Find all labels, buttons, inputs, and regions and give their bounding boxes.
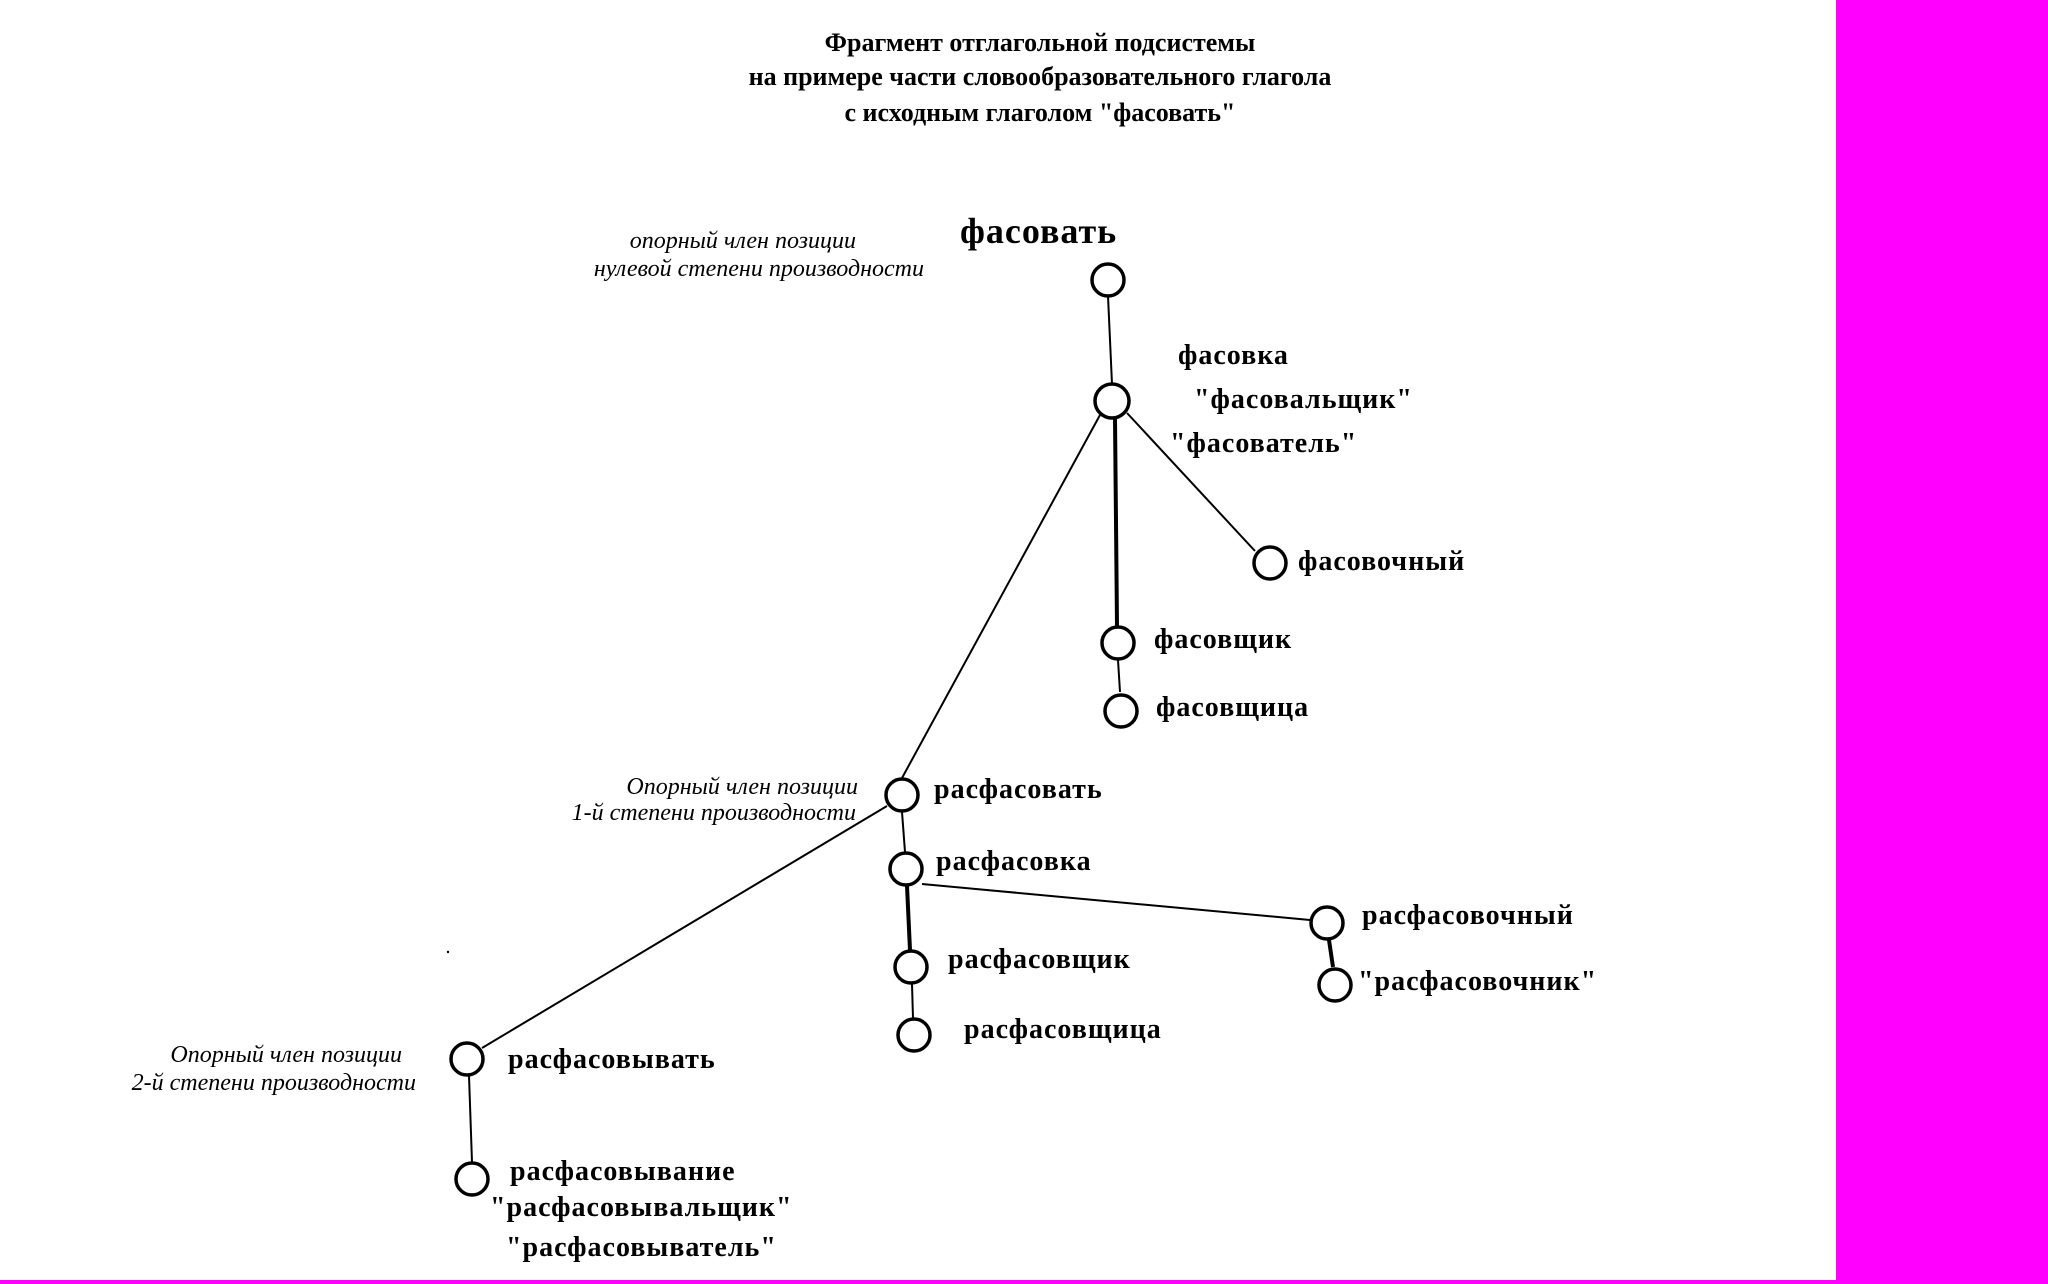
label-rasfasovat: расфасовать bbox=[934, 774, 1103, 805]
label-rasfasovshchitsa: расфасовщица bbox=[964, 1014, 1162, 1045]
label-fasovat: фасовать bbox=[960, 211, 1118, 251]
label-rasfasovshchik: расфасовщик bbox=[948, 944, 1131, 975]
label-fasovka: фасовка bbox=[1178, 340, 1289, 371]
edge-rasfasovyvat-rasfasovyvanie bbox=[468, 1075, 473, 1163]
node-fasovka-circle bbox=[1093, 382, 1131, 420]
node-fasovshchitsa-circle bbox=[1103, 693, 1139, 729]
edge-rasfasovochny-rasfasovochnik bbox=[1327, 939, 1335, 968]
edge-fasovshchik-fasovshchitsa bbox=[1117, 659, 1121, 693]
node-rasfasovyvat-circle bbox=[449, 1041, 485, 1077]
title-line-2: на примере части словообразовательного г… bbox=[748, 62, 1332, 91]
node-rasfasovka-circle bbox=[888, 851, 924, 887]
node-fasovshchik-circle bbox=[1100, 625, 1136, 661]
label-rasfasovyvanie: расфасовывание bbox=[510, 1156, 736, 1187]
node-rasfasovochny-circle bbox=[1309, 905, 1345, 941]
label-rasfasovka: расфасовка bbox=[936, 846, 1092, 877]
label-fasovshchitsa: фасовщица bbox=[1156, 692, 1310, 723]
node-rasfasovshchitsa-circle bbox=[896, 1017, 932, 1053]
caption-zero-line-1: опорный член позиции bbox=[629, 228, 856, 254]
node-rasfasovshchik-circle bbox=[893, 949, 929, 985]
edge-fasovka-rasfasovat bbox=[901, 414, 1101, 779]
node-fasovat-circle bbox=[1090, 262, 1126, 298]
label-rasfasovyvat: расфасовывать bbox=[508, 1044, 716, 1075]
title-line-3: с исходным глаголом "фасовать" bbox=[844, 98, 1236, 127]
label-fasovshchik: фасовщик bbox=[1154, 624, 1293, 655]
node-rasfasovyvanie-circle bbox=[454, 1161, 490, 1197]
label-rasfasovyvatel: "расфасовыватель" bbox=[506, 1232, 777, 1263]
caption-second-line-2: 2-й степени производности bbox=[131, 1070, 416, 1096]
edge-fasovka-fasovochny bbox=[1126, 412, 1256, 552]
diagram-canvas bbox=[0, 0, 1836, 1280]
node-fasovochny-circle bbox=[1252, 545, 1288, 581]
edge-rasfasovka-rasfasovshchik bbox=[905, 885, 912, 951]
label-fasovalshchik: "фасовальщик" bbox=[1194, 384, 1413, 415]
bottom-border bbox=[0, 1280, 2048, 1284]
label-rasfasovochny: расфасовочный bbox=[1362, 900, 1574, 931]
title-line-1: Фрагмент отглагольной подсистемы bbox=[824, 28, 1256, 57]
label-rasfasovyvalshchik: "расфасовывальщик" bbox=[490, 1192, 793, 1223]
stray-dot bbox=[446, 950, 450, 954]
caption-zero-line-2: нулевой степени производности bbox=[593, 256, 924, 282]
edge-rasfasovat-rasfasovka bbox=[901, 811, 906, 853]
node-rasfasovat-circle bbox=[884, 777, 920, 813]
edge-fasovka-fasovshchik bbox=[1113, 417, 1119, 627]
tree-graph bbox=[446, 262, 1353, 1197]
edge-fasovat-fasovka bbox=[1107, 295, 1113, 385]
caption-first-line-2: 1-й степени производности bbox=[571, 800, 856, 826]
edge-rasfasovka-rasfasovochny bbox=[921, 883, 1311, 921]
label-rasfasovochnik: "расфасовочник" bbox=[1358, 966, 1598, 997]
caption-second-line-1: Опорный член позиции bbox=[170, 1042, 402, 1068]
edge-rasfasovat-rasfasovyvat bbox=[481, 805, 888, 1049]
edge-rasfasovshchik-rasfasovshchitsa bbox=[911, 983, 914, 1019]
node-rasfasovochnik-circle bbox=[1317, 967, 1353, 1003]
label-fasovatel: "фасователь" bbox=[1170, 428, 1358, 459]
caption-first-line-1: Опорный член позиции bbox=[626, 774, 858, 800]
label-fasovochny: фасовочный bbox=[1298, 546, 1466, 577]
